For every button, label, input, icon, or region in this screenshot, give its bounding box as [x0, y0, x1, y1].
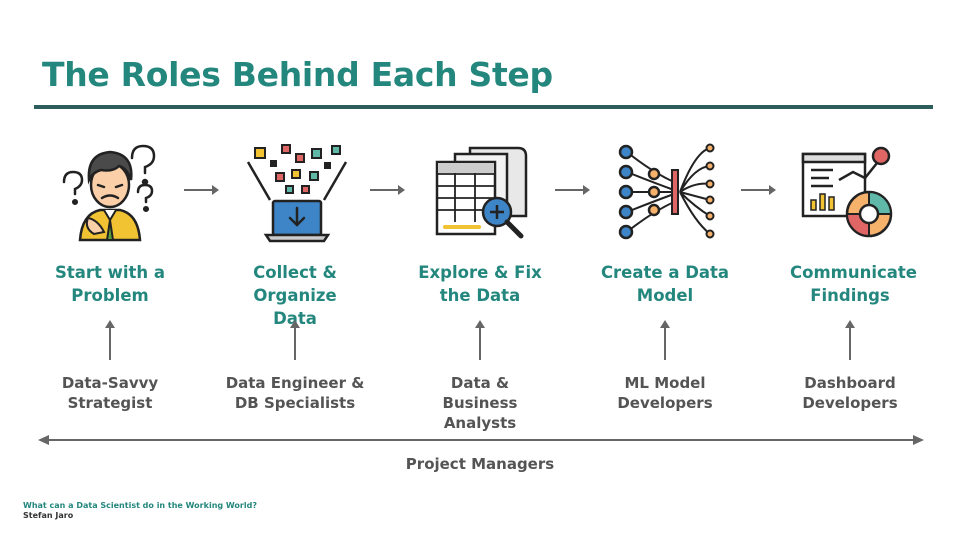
up-arrow	[845, 320, 855, 360]
up-arrow	[105, 320, 115, 360]
up-arrow	[475, 320, 485, 360]
footer-title: What can a Data Scientist do in the Work…	[23, 501, 257, 510]
flow-arrow	[184, 185, 219, 195]
flow-arrow	[370, 185, 405, 195]
role-label: Data-Savvy Strategist	[61, 374, 159, 412]
role-label: Data & Business Analysts	[442, 374, 518, 432]
page-title: The Roles Behind Each Step	[42, 55, 553, 94]
step-label: Collect & Organize Data	[253, 263, 337, 328]
role-label: Dashboard Developers	[802, 374, 898, 412]
step-label: Explore & Fix the Data	[418, 263, 542, 305]
span-role-label: Project Managers	[405, 455, 555, 473]
data-collection-laptop-icon	[242, 140, 352, 245]
step-label: Communicate Findings	[790, 263, 917, 305]
span-arrow	[38, 435, 924, 445]
role-label: Data Engineer & DB Specialists	[225, 374, 365, 412]
neural-network-icon	[610, 140, 720, 245]
confused-person-icon	[54, 140, 164, 245]
footer: What can a Data Scientist do in the Work…	[23, 501, 257, 521]
up-arrow	[660, 320, 670, 360]
spreadsheet-magnifier-icon	[425, 140, 535, 245]
title-divider	[34, 105, 933, 109]
up-arrow	[290, 320, 300, 360]
flow-arrow	[555, 185, 590, 195]
flow-arrow	[741, 185, 776, 195]
step-label: Start with a Problem	[54, 263, 166, 305]
role-label: ML Model Developers	[617, 374, 713, 412]
step-label: Create a Data Model	[600, 263, 730, 305]
dashboard-charts-icon	[795, 140, 905, 245]
footer-author: Stefan Jaro	[23, 511, 74, 520]
